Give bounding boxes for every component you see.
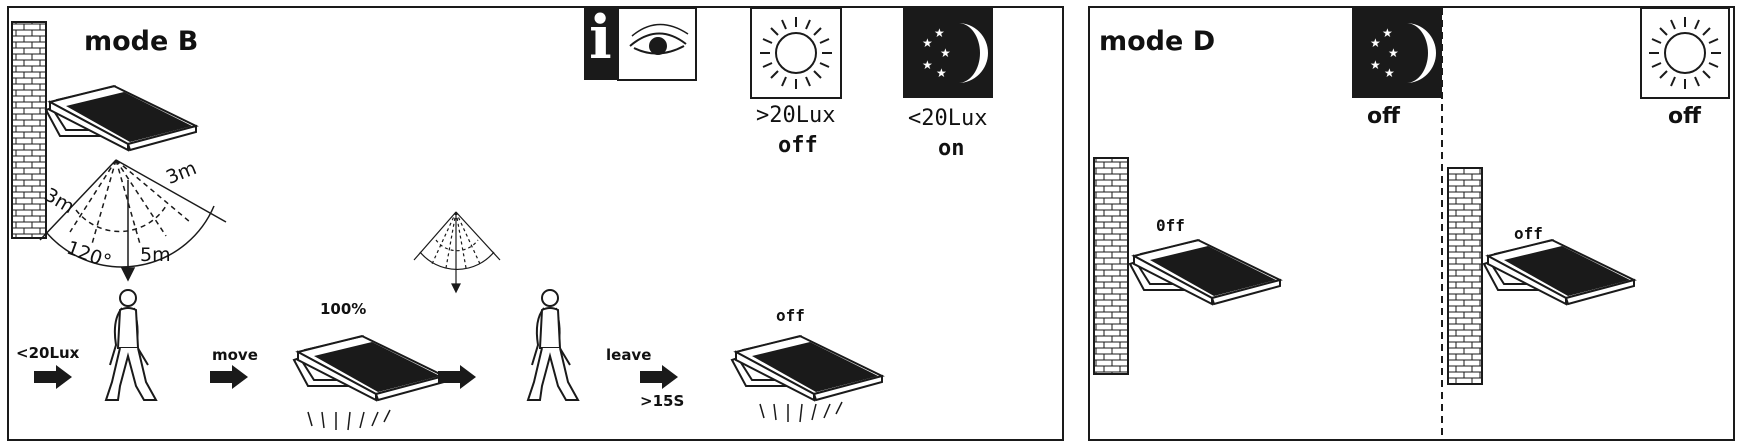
- step2-label: move: [212, 346, 258, 364]
- arrow-right-icon: [34, 365, 72, 389]
- day-state-label: off: [778, 133, 818, 158]
- arrow-right-icon: [210, 365, 248, 389]
- mode-d-panel: [1088, 6, 1735, 441]
- pir-detection-cone: [39, 159, 227, 282]
- solar-lamp-icon: [293, 335, 445, 401]
- step5-state-label: off: [776, 306, 805, 325]
- day-state-label: off: [1668, 104, 1701, 129]
- solar-lamp-icon: [731, 335, 883, 401]
- solar-lamp-icon: [45, 85, 197, 151]
- distance-down-label: 5m: [140, 244, 171, 266]
- lamp-left-state-label: 0ff: [1156, 216, 1185, 235]
- arrow-right-icon: [438, 365, 476, 389]
- brick-wall-icon: [1093, 157, 1129, 375]
- pir-sensor-icon: [413, 211, 501, 294]
- info-icon: [584, 8, 618, 80]
- step4-label: leave: [606, 346, 652, 364]
- day-lux-label: >20Lux: [756, 103, 836, 128]
- lamp-right-state-label: off: [1514, 224, 1543, 243]
- eye-icon: [629, 23, 689, 55]
- mode-b-title: mode B: [84, 26, 199, 57]
- night-state-label: off: [1367, 104, 1400, 129]
- step4-time-label: >15S: [640, 392, 685, 410]
- light-rays-icon: [759, 401, 843, 423]
- info-letter: i: [589, 3, 612, 73]
- night-state-label: on: [938, 136, 965, 161]
- mode-b-panel: [7, 6, 1064, 441]
- brick-wall-icon: [1447, 167, 1483, 385]
- step1-lux-label: <20Lux: [16, 344, 80, 362]
- night-lux-label: <20Lux: [908, 106, 988, 131]
- step3-percent-label: 100%: [320, 300, 367, 318]
- person-walking-icon: [527, 289, 579, 401]
- person-walking-icon: [105, 289, 157, 401]
- mode-d-title: mode D: [1099, 26, 1216, 57]
- brick-wall-icon: [11, 21, 47, 239]
- arrow-right-icon: [640, 365, 678, 389]
- light-rays-icon: [307, 409, 391, 431]
